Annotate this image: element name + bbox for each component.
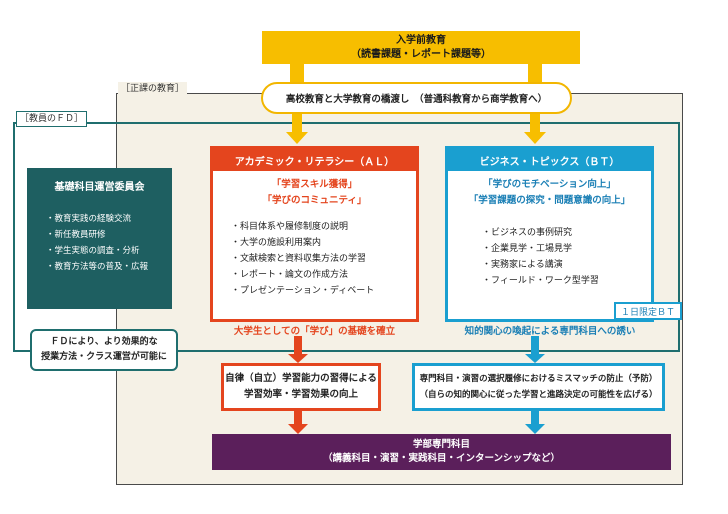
bt-arrow-2-head <box>525 424 545 434</box>
al-outcome-box: 自律（自立）学習能力の習得による 学習効率・学習効果の向上 <box>221 363 381 411</box>
pre-admission-title: 入学前教育 <box>396 34 446 46</box>
bt-item: 実務家による講演 <box>482 257 651 273</box>
business-topics-box: ビジネス・トピックス（ＢＴ） 「学びのモチベーション向上」 「学習課題の探究・問… <box>445 146 654 322</box>
one-day-bt-badge: １日限定ＢＴ <box>614 302 682 320</box>
bt-subtitle-2: 「学習課題の探究・問題意識の向上」 <box>468 195 631 206</box>
committee-item: 新任教員研修 <box>46 227 172 243</box>
al-outcome-line-2: 学習効率・学習効果の向上 <box>243 389 358 400</box>
bt-title: ビジネス・トピックス（ＢＴ） <box>448 149 651 171</box>
al-subtitles: 「学習スキル獲得」 「学びのコミュニティ」 <box>213 177 416 209</box>
al-caption: 大学生としての「学び」の基礎を確立 <box>233 326 396 337</box>
al-outcome-line-1: 自律（自立）学習能力の習得による <box>225 373 377 384</box>
al-item: プレゼンテーション・ディベート <box>231 283 416 299</box>
bridge-arrow-left-head <box>286 132 308 144</box>
fd-note-line-2: 授業方法・クラス運営が可能に <box>41 352 167 362</box>
bt-caption: 知的関心の喚起による専門科目への誘い <box>464 326 636 337</box>
bt-subtitles: 「学びのモチベーション向上」 「学習課題の探究・問題意識の向上」 <box>448 177 651 209</box>
committee-title: 基礎科目運営委員会 <box>54 182 145 193</box>
pre-admission-education-box: 入学前教育 （読書課題・レポート課題等） <box>262 31 580 64</box>
fd-note-line-1: ＦＤにより、より効果的な <box>50 337 158 347</box>
bt-subtitle-1: 「学びのモチベーション向上」 <box>483 179 616 190</box>
bridge-arrow-right-head <box>524 132 546 144</box>
pre-arrow-left-shaft <box>290 64 304 82</box>
bridge-box: 高校教育と大学教育の橋渡し （普通科教育から商学教育へ） <box>261 82 572 114</box>
bt-arrow-1-shaft <box>531 336 539 356</box>
al-subtitle-1: 「学習スキル獲得」 <box>271 179 358 190</box>
al-arrow-1-head <box>288 354 308 363</box>
bt-item: ビジネスの事例研究 <box>482 225 651 241</box>
pre-admission-subtitle: （読書課題・レポート課題等） <box>351 48 491 60</box>
bt-item: 企業見学・工場見学 <box>482 241 651 257</box>
bt-item: フィールド・ワーク型学習 <box>482 273 651 289</box>
bt-outcome-line-1: 専門科目・演習の選択履修におけるミスマッチの防止（予防） <box>419 374 658 384</box>
pre-arrow-right-shaft <box>528 64 542 82</box>
bt-outcome-box: 専門科目・演習の選択履修におけるミスマッチの防止（予防） （自らの知的関心に従っ… <box>412 363 665 411</box>
faculty-development-tag: ［教員のＦＤ］ <box>16 111 88 127</box>
al-arrow-2-head <box>288 424 308 434</box>
committee-list: 教育実践の経験交流 新任教員研修 学生実態の調査・分析 教育方法等の普及・広報 <box>46 211 172 275</box>
faculty-subjects-box: 学部専門科目 （講義科目・演習・実践科目・インターンシップなど） <box>212 434 671 470</box>
bt-outcome-line-2: （自らの知的関心に従った学習と進路決定の可能性を広げる） <box>419 390 658 400</box>
al-item: 科目体系や履修制度の説明 <box>231 219 416 235</box>
bt-arrow-1-head <box>525 354 545 363</box>
bridge-arrow-left-shaft <box>292 114 302 132</box>
al-title: アカデミック・リテラシー（ＡＬ） <box>213 149 416 171</box>
regular-education-tag: ［正課の教育］ <box>118 82 188 96</box>
bridge-text: 高校教育と大学教育の橋渡し （普通科教育から商学教育へ） <box>285 94 548 105</box>
al-subtitle-2: 「学びのコミュニティ」 <box>262 195 367 206</box>
al-item: 文献検索と資料収集方法の学習 <box>231 251 416 267</box>
al-arrow-2-shaft <box>294 411 302 425</box>
faculty-title: 学部専門科目 <box>412 439 470 450</box>
committee-box: 基礎科目運営委員会 教育実践の経験交流 新任教員研修 学生実態の調査・分析 教育… <box>27 168 172 309</box>
committee-item: 学生実態の調査・分析 <box>46 243 172 259</box>
committee-item: 教育実践の経験交流 <box>46 211 172 227</box>
bridge-arrow-right-shaft <box>530 114 540 132</box>
al-item: 大学の施設利用案内 <box>231 235 416 251</box>
bt-list: ビジネスの事例研究 企業見学・工場見学 実務家による講演 フィールド・ワーク型学… <box>482 225 651 289</box>
al-item: レポート・論文の作成方法 <box>231 267 416 283</box>
bt-arrow-2-shaft <box>531 411 539 425</box>
fd-note-box: ＦＤにより、より効果的な 授業方法・クラス運営が可能に <box>30 329 178 371</box>
committee-item: 教育方法等の普及・広報 <box>46 259 172 275</box>
al-arrow-1-shaft <box>294 336 302 356</box>
academic-literacy-box: アカデミック・リテラシー（ＡＬ） 「学習スキル獲得」 「学びのコミュニティ」 科… <box>210 146 419 322</box>
faculty-development-frame <box>13 122 680 352</box>
faculty-subtitle: （講義科目・演習・実践科目・インターンシップなど） <box>322 453 561 464</box>
al-list: 科目体系や履修制度の説明 大学の施設利用案内 文献検索と資料収集方法の学習 レポ… <box>231 219 416 299</box>
